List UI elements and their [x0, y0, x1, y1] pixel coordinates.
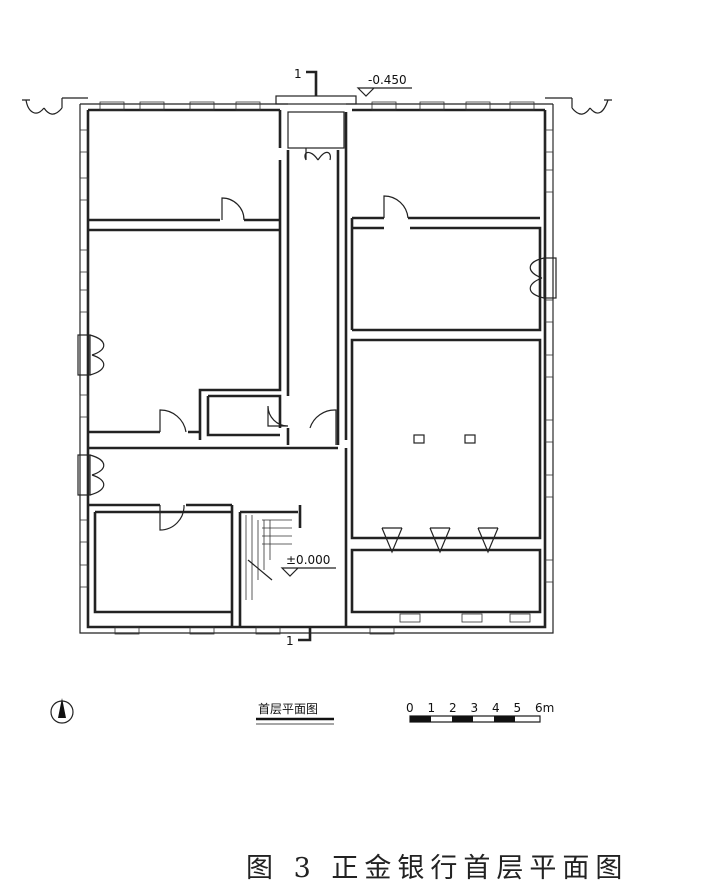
section-mark-bottom-label: 1: [286, 634, 294, 648]
section-mark-top: 1: [294, 67, 318, 96]
section-mark-top-label: 1: [294, 67, 302, 81]
staircase: [245, 515, 292, 600]
drawing-title-text: 首层平面图: [258, 702, 318, 716]
elevation-mark-ground: ±0.000: [280, 553, 336, 577]
scale-tick-label: 6m: [535, 701, 554, 715]
drawing-title: 首层平面图: [256, 702, 334, 725]
doors: [77, 148, 557, 554]
scale-tick-label: 2: [449, 701, 457, 715]
entrance-step: [275, 95, 357, 105]
figure-caption: 图 3 正金银行首层平面图: [246, 853, 629, 884]
scale-tick-label: 4: [492, 701, 500, 715]
scale-tick-label: 3: [471, 701, 479, 715]
elevation-ground-label: ±0.000: [286, 553, 330, 567]
windows-top: [99, 101, 535, 111]
windows-right: [544, 129, 554, 583]
hall-columns: [413, 434, 476, 444]
scale-tick-label: 1: [428, 701, 436, 715]
interior-walls: [88, 110, 542, 627]
north-arrow-icon: [50, 698, 74, 724]
windows-bottom: [114, 613, 531, 635]
corner-ornament-left: [22, 98, 63, 115]
section-mark-bottom: 1: [286, 627, 312, 648]
elevation-mark-top: -0.450: [356, 73, 412, 97]
windows-left: [79, 129, 89, 588]
scale-tick-label: 5: [514, 701, 522, 715]
elevation-top-label: -0.450: [368, 73, 407, 87]
corner-ornament-right: [571, 98, 612, 115]
scale-tick-label: 0: [406, 701, 414, 715]
